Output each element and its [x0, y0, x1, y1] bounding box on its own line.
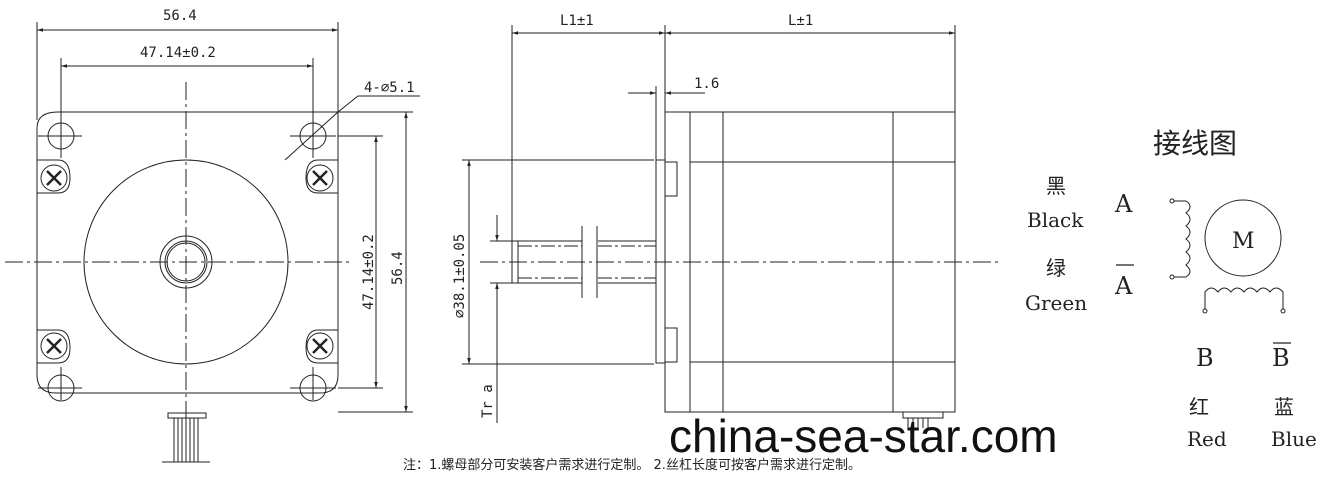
phase-a-color-cn: 黑 [1046, 174, 1066, 198]
phase-b-color-cn: 红 [1189, 395, 1209, 419]
dim-body-length: L±1 [788, 13, 813, 29]
motor-label: M [1232, 229, 1255, 254]
dim-flange-thickness: 1.6 [694, 76, 719, 92]
dim-overall-height: 56.4 [390, 251, 406, 285]
phase-a-pin: A [1114, 190, 1133, 218]
dim-hole-callout: 4-⌀5.1 [364, 80, 415, 96]
phase-bnot-color-cn: 蓝 [1274, 395, 1294, 419]
dim-thread: Tr a [480, 384, 496, 418]
side-view [462, 25, 1000, 428]
dim-pilot-diameter: ⌀38.1±0.05 [452, 234, 468, 318]
front-view [5, 22, 420, 463]
screw-icon [40, 164, 334, 360]
dim-shaft-length: L1±1 [560, 13, 594, 29]
wiring-diagram [1169, 198, 1286, 314]
footnote: 注：1.螺母部分可安装客户需求进行定制。 2.丝杠长度可按客户需求进行定制。 [403, 457, 861, 473]
watermark: china-sea-star.com [669, 410, 1058, 462]
dim-hole-spacing-h: 47.14±0.2 [140, 45, 216, 61]
phase-anot-color-en: Green [1025, 291, 1087, 315]
dim-hole-spacing-v: 47.14±0.2 [361, 234, 377, 310]
wiring-title: 接线图 [1153, 127, 1237, 160]
phase-anot-pin: A [1114, 272, 1133, 300]
phase-b-color-en: Red [1187, 427, 1227, 451]
dim-overall-width: 56.4 [163, 8, 197, 24]
phase-a-color-en: Black [1027, 208, 1084, 232]
phase-b-pin: B [1196, 344, 1214, 372]
phase-anot-color-cn: 绿 [1046, 256, 1066, 280]
phase-bnot-pin: B [1272, 344, 1290, 372]
phase-bnot-color-en: Blue [1271, 427, 1317, 451]
motor-symbol [1204, 199, 1282, 277]
